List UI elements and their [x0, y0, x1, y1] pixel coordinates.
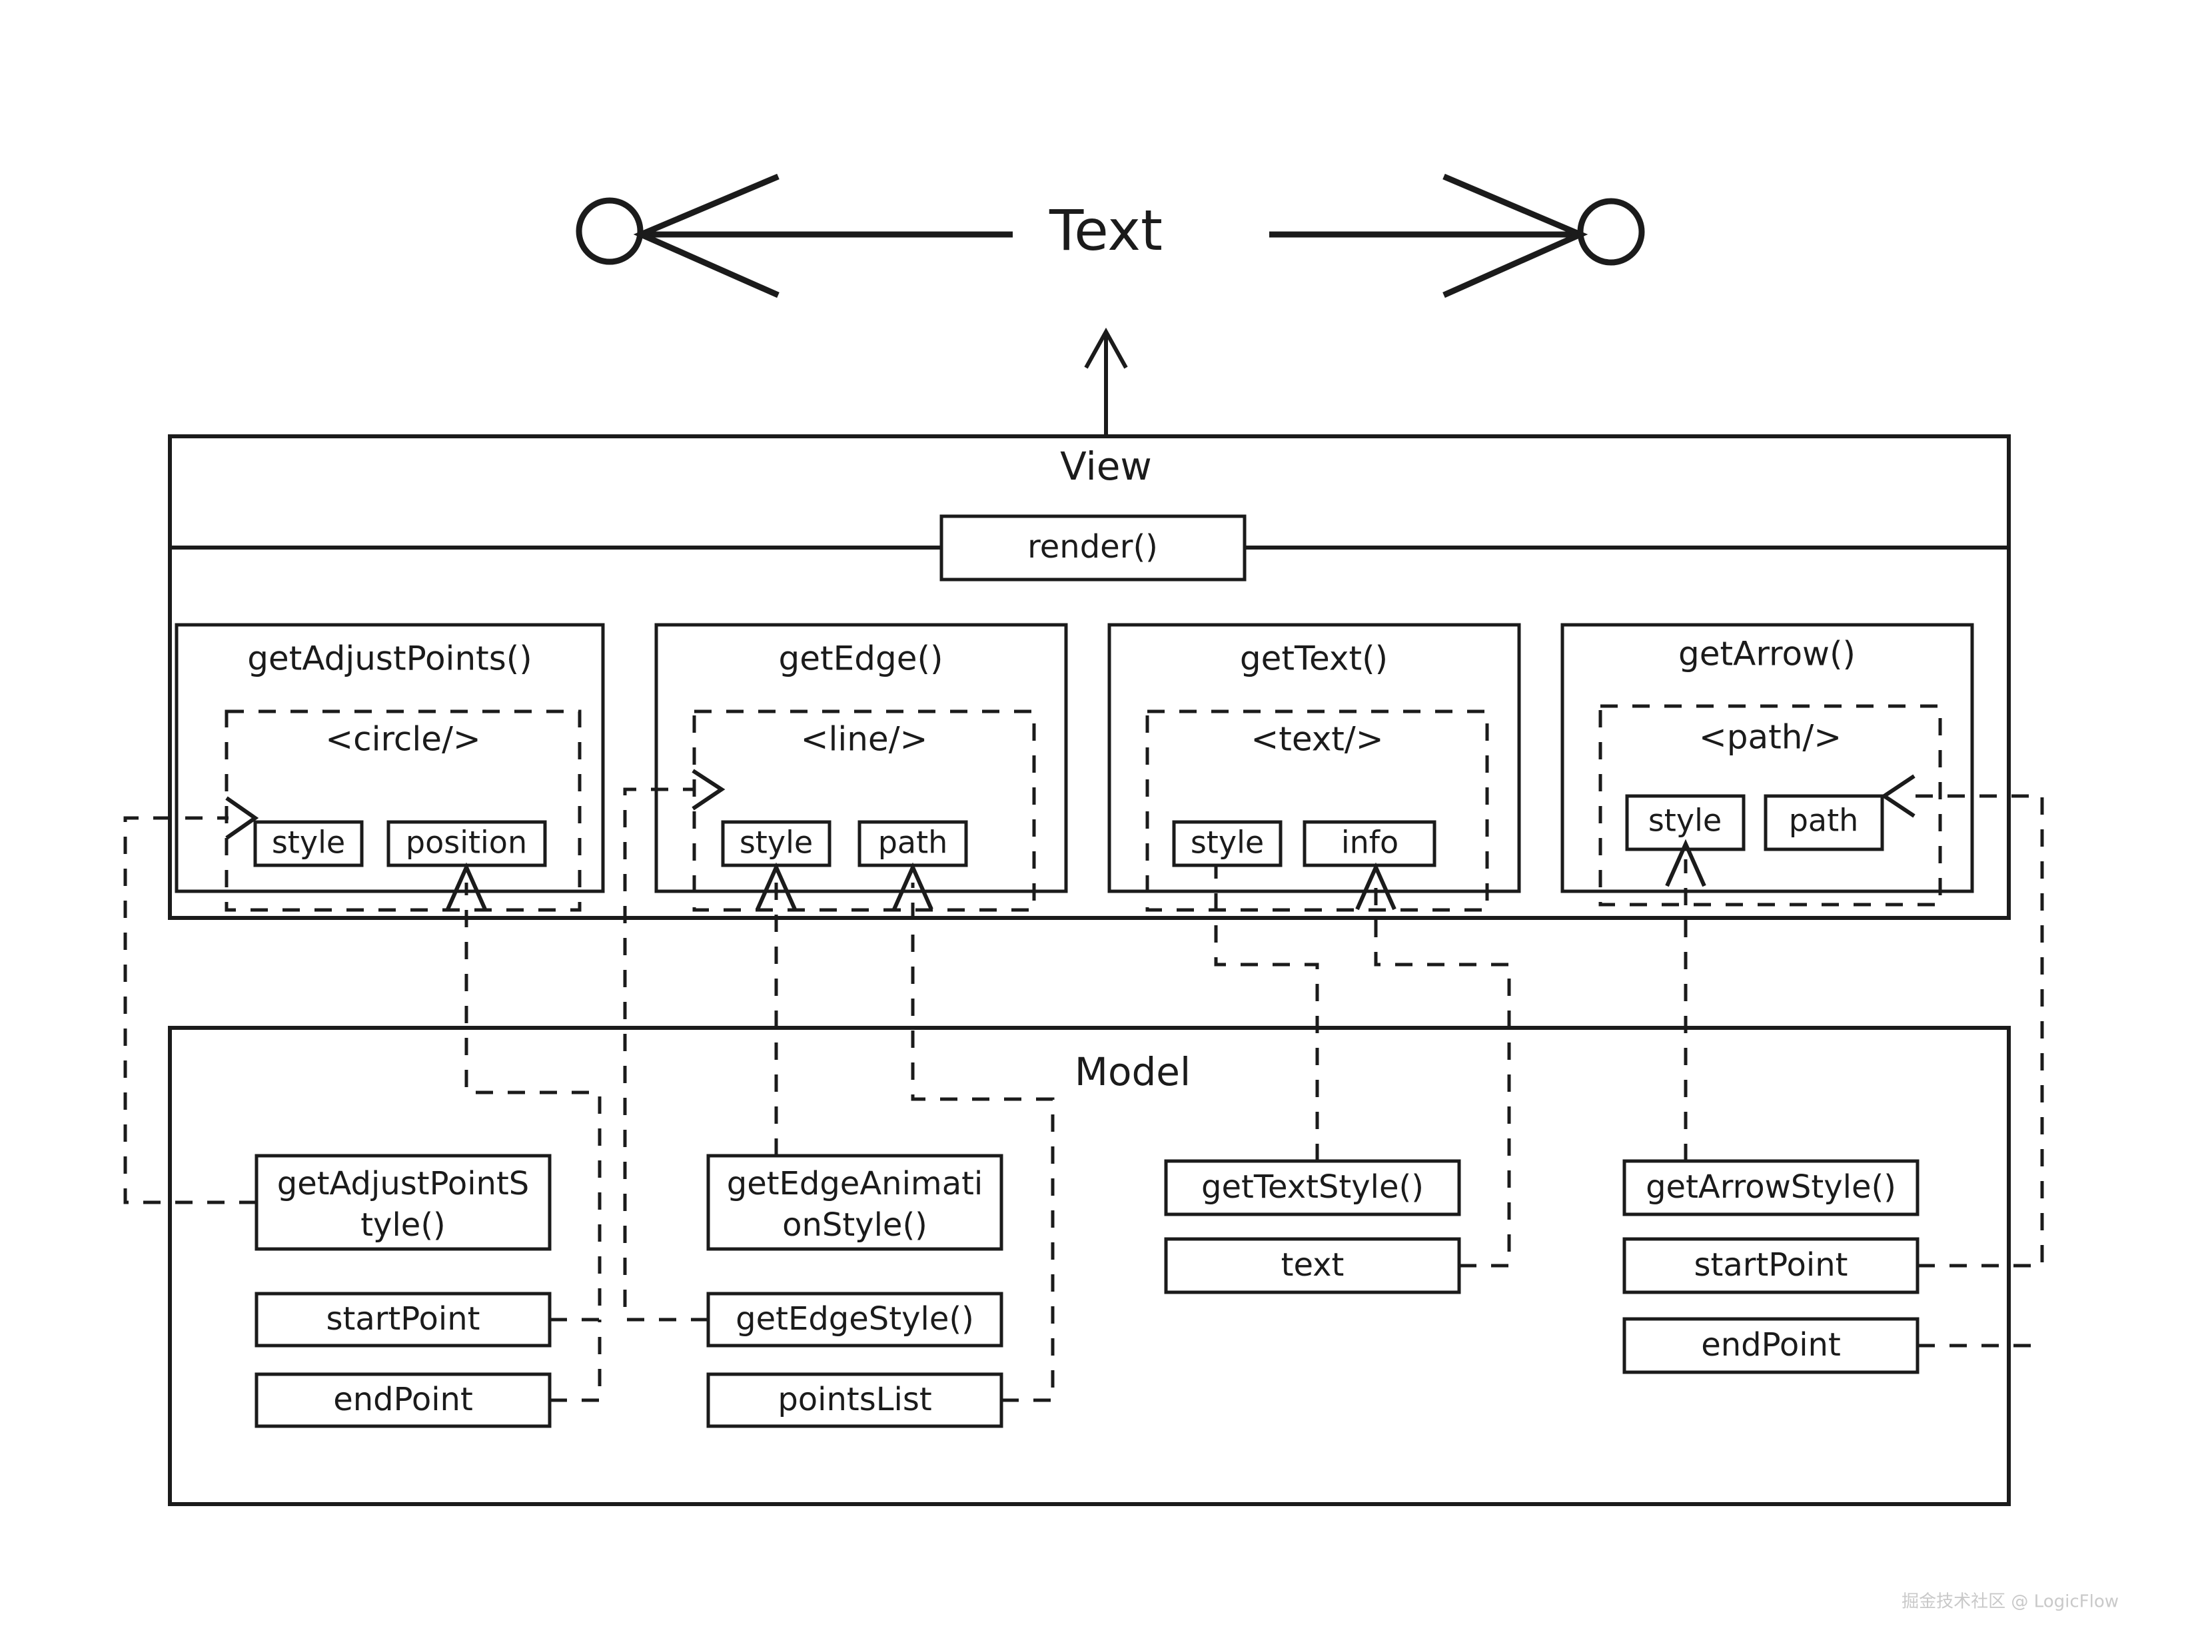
text-tag-label: <text/> — [1251, 720, 1383, 759]
view-group-gettext[interactable]: getText() <text/> style info — [1107, 623, 1521, 912]
connector-arrow-points-to-path — [1880, 774, 2044, 1348]
getadjustpoints-label: getAdjustPoints() — [247, 639, 532, 678]
connector-startpoint-arrow-path — [1912, 794, 2044, 1268]
model-column-edge: getEdgeAnimati onStyle() getEdgeStyle() … — [706, 1154, 1003, 1428]
connector-arrowpath-arrowhead-icon — [1880, 774, 1916, 818]
edge-text-label: Text — [1049, 198, 1163, 263]
getedge-cell-path-label: path — [878, 825, 948, 861]
view-to-edge-arrow — [1084, 327, 1128, 436]
getarrow-box — [1560, 623, 1974, 893]
view-group-getedge[interactable]: getEdge() <line/> style path — [654, 623, 1068, 912]
model-panel: Model — [168, 1026, 2011, 1506]
model-item-getadjustpointstyle-line1: getAdjustPointS — [277, 1165, 530, 1202]
model-column-adjust-point: getAdjustPointS tyle() startPoint endPoi… — [255, 1154, 552, 1428]
model-column-arrow: getArrowStyle() startPoint endPoint — [1622, 1159, 1920, 1374]
line-tag-dashed-box — [692, 709, 1036, 912]
connector-pointslist-path — [911, 883, 1055, 1402]
connector-getedgeanimationstyle-to-style — [756, 862, 797, 1156]
gettext-cell-style-label: style — [1191, 825, 1264, 861]
connector-arrowstyle-arrowhead-icon — [1665, 839, 1706, 887]
path-tag-label: <path/> — [1699, 718, 1842, 757]
model-item-pointslist-label: pointsList — [778, 1381, 931, 1418]
gettext-cell-info-label: info — [1341, 825, 1398, 861]
left-arrowhead-icon — [633, 173, 780, 298]
getadjustpoints-cell-style[interactable] — [253, 820, 364, 867]
model-item-getedgeanimationstyle[interactable] — [706, 1154, 1003, 1251]
getedge-label: getEdge() — [779, 639, 943, 678]
gettext-box — [1107, 623, 1521, 893]
top-edge-sample: Text — [576, 173, 1645, 298]
model-item-startpoint-adjust-label: startPoint — [326, 1300, 480, 1338]
getarrow-cell-path-label: path — [1789, 803, 1859, 839]
connector-pointslist-arrowhead-icon — [892, 862, 933, 911]
getedge-box — [654, 623, 1068, 893]
connector-getedgestyle-path — [623, 787, 708, 1322]
connector-gettextstyle-to-style — [1214, 866, 1319, 1161]
connector-adjustpoints-position — [446, 862, 602, 1402]
connector-adjustpointstyle-arrowhead-icon — [225, 796, 259, 840]
edge-end-circle-icon — [1577, 198, 1645, 266]
getadjustpoints-box — [175, 623, 605, 893]
view-group-getadjustpoints[interactable]: getAdjustPoints() <circle/> style positi… — [175, 623, 605, 912]
model-item-getedgestyle-label: getEdgeStyle() — [736, 1300, 974, 1338]
connector-endpoint-adjust-path — [550, 1320, 602, 1402]
watermark-label: 掘金技术社区 @ LogicFlow — [1902, 1592, 2119, 1612]
connector-text-to-info — [1355, 862, 1511, 1268]
connector-pointslist-to-path — [892, 862, 1055, 1402]
view-panel-border — [168, 434, 2011, 920]
edge-start-circle-icon — [576, 197, 644, 265]
model-item-gettextstyle[interactable] — [1164, 1159, 1461, 1216]
line-tag-label: <line/> — [801, 720, 928, 759]
gettext-label: getText() — [1240, 639, 1388, 678]
model-item-getarrowstyle-label: getArrowStyle() — [1646, 1168, 1896, 1206]
render-method-label: render() — [1027, 528, 1158, 566]
connector-gettextstyle-path — [1214, 866, 1319, 1161]
connector-info-arrowhead-icon — [1355, 862, 1396, 911]
getedge-cell-style-label: style — [740, 825, 813, 861]
connector-getedgestyle-to-style — [623, 769, 726, 1322]
getarrow-cell-path[interactable] — [1764, 794, 1884, 851]
gettext-cell-info[interactable] — [1303, 820, 1436, 867]
model-item-startpoint-arrow-label: startPoint — [1694, 1246, 1848, 1284]
circle-tag-label: <circle/> — [325, 720, 481, 759]
text-tag-dashed-box — [1145, 709, 1489, 912]
model-panel-title: Model — [1075, 1049, 1191, 1094]
view-group-getarrow[interactable]: getArrow() <path/> style path — [1560, 623, 1974, 907]
model-item-getarrowstyle[interactable] — [1622, 1159, 1920, 1216]
view-panel-title: View — [1060, 444, 1152, 489]
model-item-endpoint-adjust-label: endPoint — [333, 1381, 473, 1418]
connector-getarrowstyle-to-style — [1665, 839, 1706, 1161]
circle-tag-dashed-box — [225, 709, 582, 912]
gettext-cell-style[interactable] — [1172, 820, 1283, 867]
model-item-getedgeanimationstyle-line2: onStyle() — [782, 1206, 927, 1244]
getarrow-cell-style-label: style — [1648, 803, 1722, 839]
path-tag-dashed-box — [1598, 704, 1942, 907]
model-item-getedgeanimationstyle-line1: getEdgeAnimati — [727, 1165, 983, 1202]
getadjustpoints-cell-style-label: style — [272, 825, 345, 861]
connector-text-path — [1374, 883, 1511, 1268]
getarrow-label: getArrow() — [1678, 635, 1856, 673]
connector-adjustpointstyle-path — [123, 816, 257, 1204]
getadjustpoints-cell-position-label: position — [406, 825, 527, 861]
connector-position-arrowhead-icon — [446, 862, 487, 911]
model-item-gettextstyle-label: getTextStyle() — [1201, 1168, 1424, 1206]
model-item-getadjustpointstyle-line2: tyle() — [360, 1206, 446, 1244]
render-method-box[interactable] — [939, 514, 1247, 582]
connector-edgestyle-arrowhead-icon — [756, 862, 797, 911]
connector-startpoint-adjust-path — [464, 883, 602, 1322]
view-up-arrowhead-icon — [1084, 327, 1128, 369]
model-column-text: getTextStyle() text — [1164, 1159, 1461, 1294]
model-item-text-label: text — [1281, 1246, 1345, 1284]
connector-getedgestyle-arrowhead-icon — [692, 769, 726, 811]
model-item-endpoint-arrow-label: endPoint — [1701, 1326, 1841, 1364]
model-panel-border — [168, 1026, 2011, 1506]
view-panel: View render() — [168, 434, 2011, 920]
connector-adjustpointstyle-to-style — [123, 796, 259, 1204]
